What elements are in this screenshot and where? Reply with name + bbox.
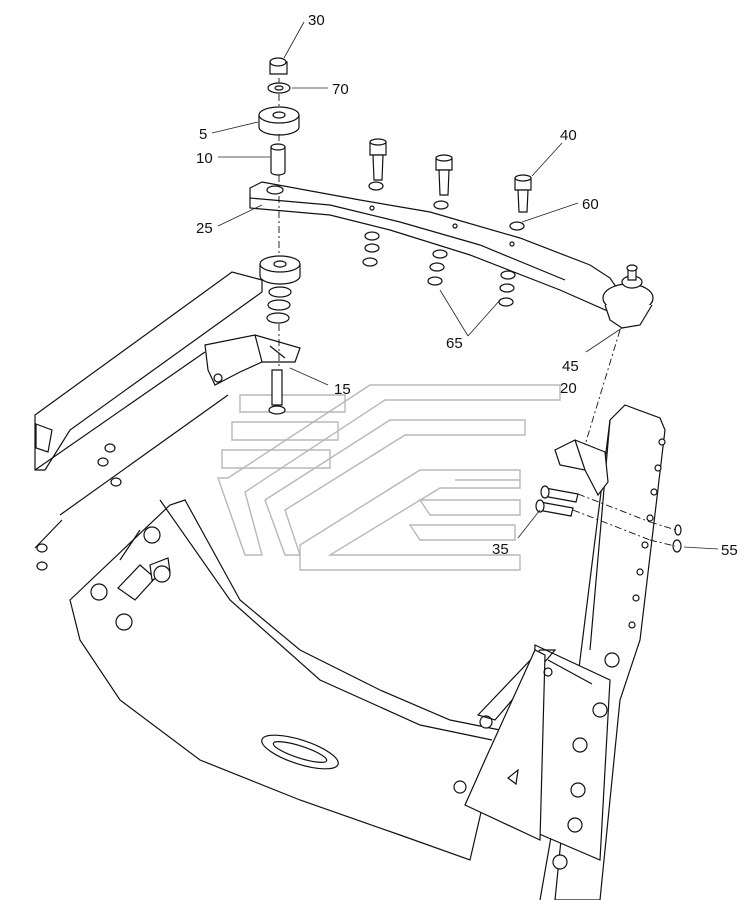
right-frame-rail: [464, 404, 666, 900]
washer-70: [267, 82, 291, 94]
callouts: 30 70 5 10 25 40 60 65 45 15 20 35 55: [196, 12, 738, 559]
rail-rivet: [552, 438, 666, 870]
callout-65: 65: [446, 335, 463, 352]
lower-bushing: [259, 255, 301, 285]
bolt-40: [368, 138, 532, 213]
callout-45: 45: [562, 358, 579, 375]
bushing-5: [258, 106, 300, 136]
callout-30: 30: [308, 12, 325, 29]
nut-30: [269, 57, 288, 75]
callout-25: 25: [196, 220, 213, 237]
bolt-35: [535, 485, 579, 517]
washer-stack-65: [362, 231, 516, 307]
left-frame-rail: [34, 271, 263, 571]
crossmember-bolt: [90, 526, 493, 794]
callout-60: 60: [582, 196, 599, 213]
sleeve-10: [270, 143, 286, 176]
callout-5: 5: [199, 126, 207, 143]
rubber-mount-45: [602, 264, 654, 329]
watermark-logo: [217, 384, 561, 571]
callout-15: 15: [334, 381, 351, 398]
bolt-15: [268, 369, 286, 415]
callout-20: 20: [560, 380, 577, 397]
callout-40: 40: [560, 127, 577, 144]
leader-lines: [211, 21, 719, 550]
callout-10: 10: [196, 150, 213, 167]
lower-washers: [266, 286, 292, 324]
bracket-20: [554, 439, 609, 497]
lower-crossmember: [69, 499, 501, 861]
callout-35: 35: [492, 541, 509, 558]
rail-bolt: [36, 443, 122, 571]
nut-55: [649, 521, 682, 553]
assembly-lines: [278, 78, 651, 541]
bracket-15: [204, 334, 301, 386]
callout-55: 55: [721, 542, 738, 559]
callout-70: 70: [332, 81, 349, 98]
washer-60: [509, 221, 525, 231]
